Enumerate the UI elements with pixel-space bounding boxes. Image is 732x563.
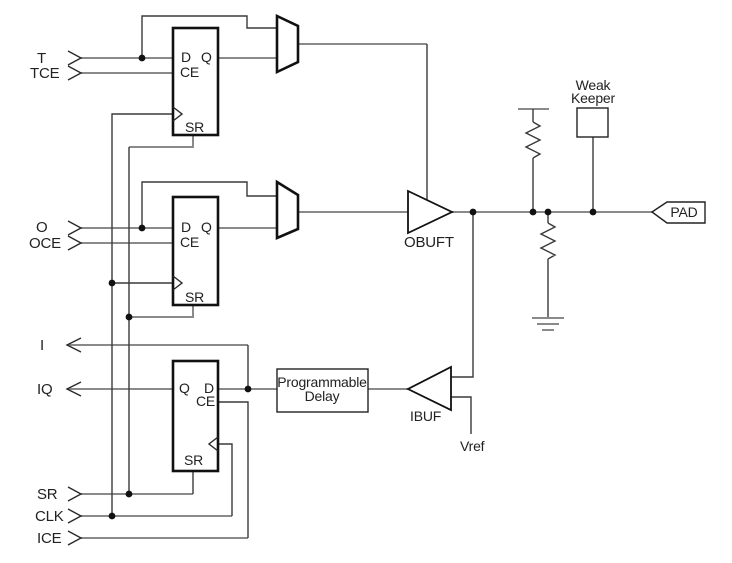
signal-label-i: I: [40, 337, 44, 354]
junction-dot-t-bypass: [138, 54, 146, 62]
primary-wires: [67, 43, 652, 539]
route-t-bypass: [141, 15, 277, 58]
junction-dot-ibuf-tap: [469, 208, 477, 216]
output-arrow-i: [65, 337, 82, 353]
input-arrow-t: [67, 50, 83, 66]
junction-dot-pulldown: [544, 208, 552, 216]
junction-dot-pullup: [529, 208, 537, 216]
route-tff-sr-drop: [129, 135, 194, 148]
weak-keeper-label-2: Keeper: [571, 90, 615, 106]
input-flipflop-pin-ce: CE: [196, 393, 215, 409]
o-flipflop-pin-q: Q: [201, 219, 212, 235]
route-ibuf-in: [451, 212, 474, 378]
ibuf-label: IBUF: [410, 408, 441, 424]
ground-symbol: [532, 317, 564, 331]
route-clk-rail: [111, 113, 173, 516]
signal-label-oce: OCE: [29, 235, 61, 252]
route-vref: [451, 396, 472, 434]
route-iff-clk: [218, 443, 233, 516]
t-flipflop-pin-q: Q: [201, 49, 212, 65]
pulldown-resistor: [539, 212, 557, 318]
t-flipflop-pin-ce: CE: [180, 64, 199, 80]
obuft-triangle: [407, 189, 455, 235]
input-arrow-ice: [67, 530, 83, 546]
input-arrow-o: [67, 220, 83, 236]
input-arrow-sr: [67, 486, 83, 502]
input-flipflop-body: [171, 359, 220, 473]
ibuf-triangle: [405, 365, 452, 412]
route-off-sr-drop: [129, 305, 194, 318]
o-flipflop-clock-icon: [172, 275, 184, 291]
programmable-delay: Programmable Delay: [276, 368, 369, 413]
input-flipflop-pin-q: Q: [179, 380, 190, 396]
signal-label-ice: ICE: [37, 530, 62, 547]
signal-label-iq: IQ: [37, 381, 52, 398]
t-flipflop-pin-sr: SR: [185, 119, 204, 135]
t-mux: [275, 13, 300, 75]
pullup-zigzag: [524, 121, 542, 159]
o-flipflop-body: [171, 195, 220, 307]
signal-label-clk: CLK: [35, 508, 64, 525]
weak-keeper-box: [576, 107, 609, 138]
o-mux: [275, 179, 300, 240]
junction-dot-sr-off: [125, 313, 133, 321]
o-flipflop-pin-d: D: [181, 219, 191, 235]
junction-dot-clk-off: [108, 279, 116, 287]
programmable-delay-label-2: Delay: [305, 388, 340, 404]
signal-label-sr: SR: [37, 486, 58, 503]
input-flipflop-clock-icon: [207, 436, 219, 452]
vref-label: Vref: [460, 438, 485, 454]
junction-dot-i-d: [244, 385, 252, 393]
programmable-delay-box: [276, 368, 369, 413]
junction-dot-o-bypass: [138, 224, 146, 232]
programmable-delay-label-1: Programmable: [277, 374, 367, 390]
ibuf-buffer: IBUF Vref: [405, 365, 485, 454]
input-flipflop-pin-d: D: [204, 380, 214, 396]
signal-label-tce: TCE: [30, 65, 60, 82]
route-iff-ce: [218, 401, 249, 538]
pad-label: PAD: [670, 204, 697, 220]
junction-dot-sr-line: [125, 490, 133, 498]
input-arrow-oce: [67, 235, 83, 251]
port-arrows: [65, 50, 83, 546]
t-flipflop-body: [171, 26, 220, 137]
input-arrow-tce: [67, 65, 83, 81]
pad-outline: [650, 201, 706, 224]
junction-dot-weak-keeper: [589, 208, 597, 216]
o-flipflop-pin-sr: SR: [185, 289, 204, 305]
junction-dot-clk-line: [108, 512, 116, 520]
input-flipflop: Q D CE SR: [171, 359, 220, 473]
weak-keeper: Weak Keeper: [571, 77, 616, 138]
obuft-buffer: OBUFT: [404, 189, 455, 251]
junction-dots: [108, 54, 597, 520]
route-o-bypass: [141, 181, 277, 228]
weak-keeper-label-1: Weak: [576, 77, 612, 93]
pad-symbol: PAD: [650, 201, 706, 224]
output-arrow-iq: [65, 381, 82, 397]
o-flipflop-pin-ce: CE: [180, 234, 199, 250]
signal-label-o: O: [36, 219, 47, 236]
t-flipflop-clock-icon: [172, 106, 184, 122]
input-flipflop-pin-sr: SR: [184, 452, 203, 468]
pullup-resistor: [518, 108, 549, 212]
input-arrow-clk: [67, 508, 83, 524]
obuft-label: OBUFT: [404, 234, 454, 251]
t-flipflop-pin-d: D: [181, 49, 191, 65]
t-flipflop: D Q CE SR: [171, 26, 220, 137]
signal-label-t: T: [37, 50, 46, 67]
pulldown-zigzag: [539, 222, 557, 260]
signal-labels: T TCE O OCE I IQ SR CLK ICE: [29, 50, 64, 547]
routing-wires: [111, 15, 594, 538]
o-flipflop: D Q CE SR: [171, 195, 220, 307]
